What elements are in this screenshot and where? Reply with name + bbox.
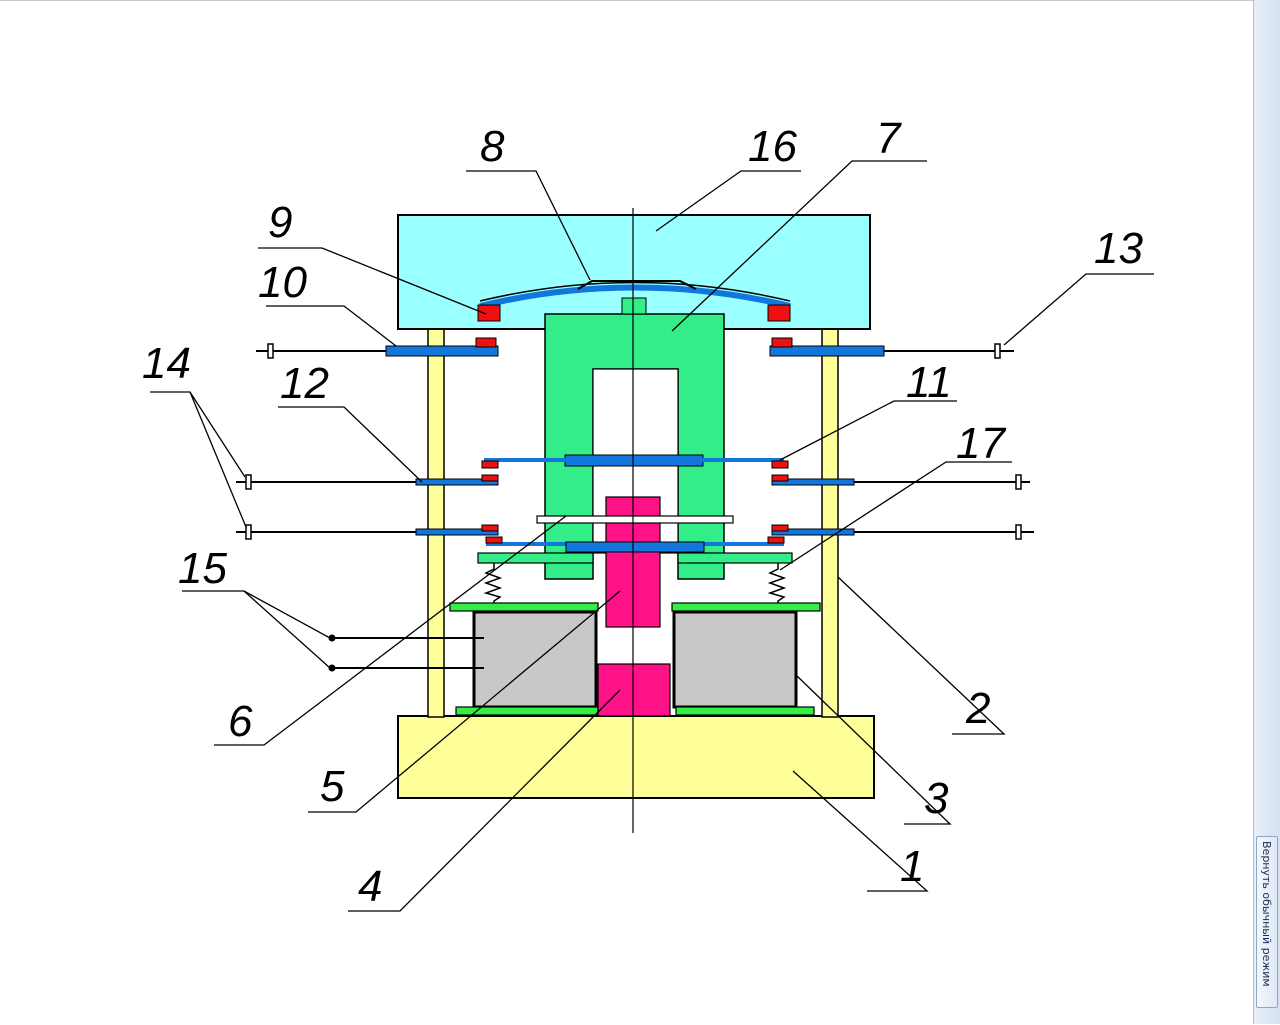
terminal-clip-icon (245, 524, 252, 540)
label-10: 10 (258, 258, 307, 307)
contact-tip-11-left (481, 460, 499, 469)
terminal-clip-icon (1015, 524, 1022, 540)
terminal-clip-icon (267, 343, 274, 359)
coil-plate-bottom-right (675, 706, 815, 716)
lead-dot-icon (328, 634, 336, 642)
label-15: 15 (178, 544, 227, 593)
label-9: 9 (268, 198, 292, 247)
relay-diagram: 8 16 7 9 10 13 14 12 11 17 15 2 6 5 3 1 … (142, 114, 1154, 912)
label-16: 16 (748, 122, 797, 171)
label-3: 3 (924, 774, 949, 823)
base-1 (397, 715, 875, 799)
spring-plate-outline (479, 281, 791, 302)
coil-plate-top-left (449, 602, 599, 612)
contact-bar-low-right (771, 528, 855, 536)
label-13: 13 (1094, 224, 1143, 273)
contact-bar-13 (769, 345, 885, 357)
return-normal-mode-button[interactable]: Вернуть обычный режим (1256, 836, 1278, 1008)
label-2: 2 (965, 684, 990, 733)
contact-bar-low-left (415, 528, 499, 536)
contact-bar-12-right (771, 478, 855, 486)
label-4: 4 (358, 862, 382, 911)
leader-lines (150, 160, 1154, 912)
terminal-clip-icon (994, 343, 1001, 359)
contact-tip-low-right (771, 524, 789, 532)
coil-plate-top-right (671, 602, 821, 612)
contact-tip-lower-right (767, 536, 785, 544)
label-7: 7 (876, 114, 902, 163)
contact-tip-9-left (477, 304, 501, 322)
terminal-clip-icon (245, 474, 252, 490)
armature-stem (621, 297, 647, 315)
armature-flange-right (677, 552, 793, 564)
contact-tip-lower-left (485, 536, 503, 544)
label-8: 8 (480, 122, 505, 171)
insulator-bar-6 (536, 515, 734, 524)
spring-icon (767, 563, 787, 606)
label-6: 6 (228, 697, 253, 746)
contact-tip-9-right (767, 304, 791, 322)
label-5: 5 (320, 762, 345, 811)
contact-tip-12-left (481, 474, 499, 482)
contact-tip-13 (771, 337, 793, 348)
column-left (427, 328, 445, 718)
label-1: 1 (900, 842, 924, 891)
contact-bar-12-left (415, 478, 499, 486)
contact-tip-11-right (771, 460, 789, 469)
spring-plate-8 (479, 284, 791, 309)
contact-tip-12-right (771, 474, 789, 482)
label-17: 17 (956, 419, 1006, 468)
return-normal-mode-label: Вернуть обычный режим (1260, 841, 1273, 987)
coil-3-right (672, 610, 798, 709)
armature-flange-left (477, 552, 594, 564)
moving-contact-lower (565, 541, 705, 553)
side-panel: Вернуть обычный режим (1253, 0, 1280, 1024)
column-right (821, 328, 839, 718)
lead-dot-icon (328, 664, 336, 672)
core-4 (597, 663, 671, 717)
spring-plate-top (577, 280, 697, 290)
terminal-clip-icon (1015, 474, 1022, 490)
spring-icon (483, 563, 503, 606)
contact-tip-low-left (481, 524, 499, 532)
contact-bar-10 (385, 345, 499, 357)
contact-tip-10 (475, 337, 497, 348)
label-11: 11 (906, 358, 952, 407)
label-12: 12 (280, 359, 329, 408)
slide-canvas: 8 16 7 9 10 13 14 12 11 17 15 2 6 5 3 1 … (0, 0, 1254, 912)
label-14: 14 (142, 339, 191, 388)
